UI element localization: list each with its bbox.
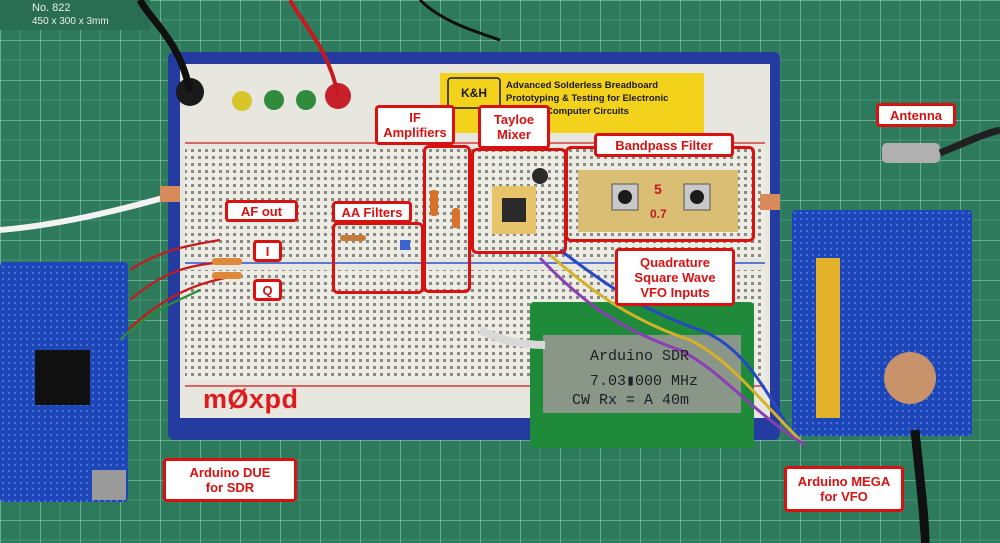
antenna-connector bbox=[882, 143, 940, 163]
ruler-text-2: 450 x 300 x 3mm bbox=[32, 16, 109, 27]
bpf-mark-bottom: 0.7 bbox=[650, 207, 667, 221]
label-quadrature-vfo: Quadrature Square Wave VFO Inputs bbox=[615, 248, 735, 306]
bpf-switch-1-knob bbox=[618, 190, 632, 204]
bpf-switch-2-knob bbox=[690, 190, 704, 204]
black-lead bbox=[136, 0, 194, 93]
red-lead bbox=[288, 0, 340, 97]
lcd-line-3: CW Rx = A 40m bbox=[572, 392, 689, 409]
antenna-cable bbox=[938, 126, 1000, 157]
label-arduino-mega: Arduino MEGA for VFO bbox=[784, 466, 904, 512]
callsign: mØxpd bbox=[203, 384, 299, 414]
lcd-screen bbox=[543, 335, 741, 413]
label-antenna: Antenna bbox=[876, 103, 956, 127]
lcd-line-1: Arduino SDR bbox=[590, 348, 689, 365]
due-chip bbox=[35, 350, 90, 405]
jumper-wires bbox=[0, 193, 806, 447]
lcd-line-2: 7.03▮000 MHz bbox=[590, 373, 698, 390]
breadboard-title-1: Advanced Solderless Breadboard bbox=[506, 80, 658, 91]
due-usb bbox=[92, 470, 126, 500]
label-if-amplifiers: IF Amplifiers bbox=[375, 105, 455, 145]
bpf-mark-top: 5 bbox=[654, 181, 662, 197]
label-arduino-due: Arduino DUE for SDR bbox=[163, 458, 297, 502]
brand-logo bbox=[447, 77, 501, 109]
label-bandpass-filter: Bandpass Filter bbox=[594, 133, 734, 157]
label-aa-filters: AA Filters bbox=[332, 201, 412, 223]
bandpass-filter-box bbox=[565, 146, 755, 242]
label-q: Q bbox=[253, 279, 282, 301]
label-tayloe-mixer: Tayloe Mixer bbox=[478, 105, 550, 149]
if-amplifiers-box bbox=[423, 145, 471, 293]
label-af-out: AF out bbox=[225, 200, 298, 222]
tayloe-chip bbox=[502, 198, 526, 222]
ruler bbox=[0, 0, 150, 30]
tayloe-mixer-box bbox=[471, 148, 567, 254]
ruler-text-1: No. 822 bbox=[32, 2, 71, 14]
label-i: I bbox=[253, 240, 282, 262]
components bbox=[160, 168, 780, 279]
black-wire-top bbox=[418, 0, 501, 42]
aa-filters-box bbox=[332, 222, 424, 294]
mega-header bbox=[816, 258, 840, 418]
mega-potentiometer bbox=[884, 352, 936, 404]
bandpass-filter-board bbox=[578, 170, 738, 232]
breadboard-title-2: Prototyping & Testing for Electronic bbox=[506, 93, 668, 104]
brand-text: K&H bbox=[461, 86, 487, 100]
breadboard-title-3: Computer Circuits bbox=[546, 106, 629, 117]
mega-cable bbox=[910, 429, 930, 543]
